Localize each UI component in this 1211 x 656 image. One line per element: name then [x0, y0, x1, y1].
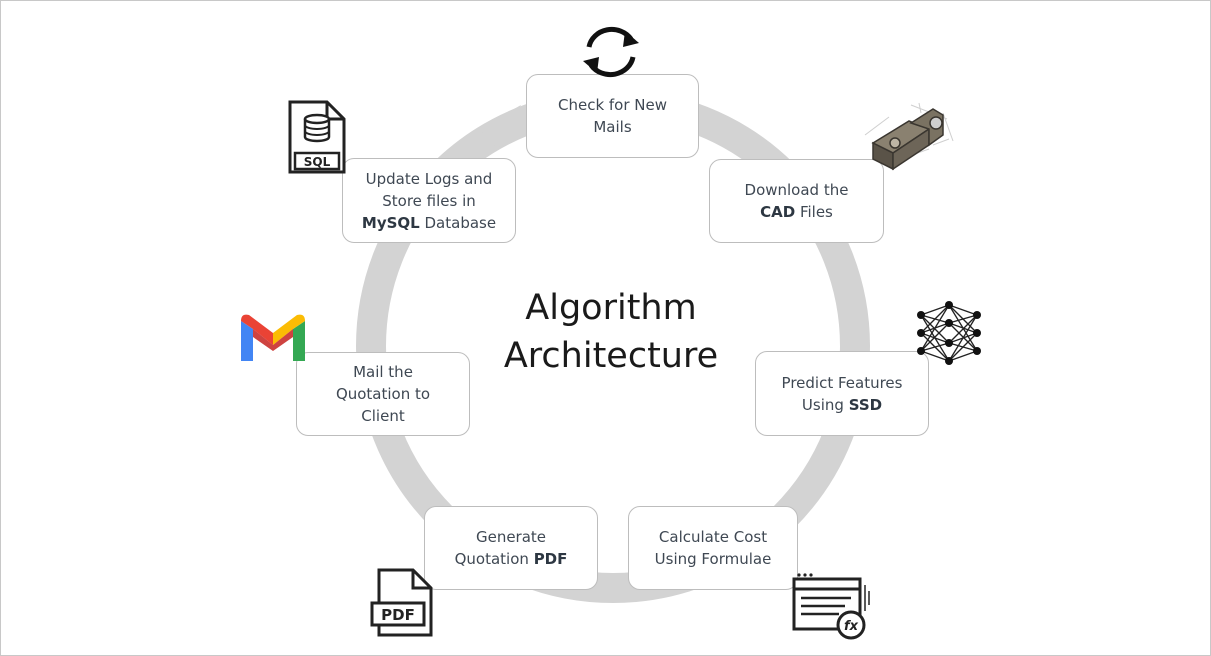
step-mail-line2: Quotation to [335, 385, 431, 403]
step-calculate-line1: Calculate Cost [658, 528, 768, 546]
step-generate-pre: Quotation [454, 550, 534, 568]
pdf-file-icon: PDF [370, 568, 433, 637]
step-generate-bold: PDF [533, 550, 568, 568]
step-download-cad: Download the CAD Files [709, 159, 884, 243]
step-calculate-cost: Calculate Cost Using Formulae [628, 506, 798, 590]
refresh-icon [583, 26, 639, 78]
sql-file-label: SQL [304, 155, 331, 169]
step-update-post: Database [419, 213, 497, 232]
step-update-bold: MySQL [361, 213, 420, 232]
diagram-title: Algorithm Architecture [431, 284, 791, 380]
step-mail-quotation: Mail the Quotation to Client [296, 352, 470, 436]
step-check-mails-line2: Mails [593, 118, 632, 136]
step-generate-line1: Generate [475, 528, 547, 546]
step-mail-line3: Client [361, 407, 405, 425]
spreadsheet-formula-icon: fx [792, 573, 870, 640]
step-download-cad-line1: Download the [744, 181, 849, 199]
step-calculate-line2: Using Formulae [654, 550, 772, 568]
step-mail-line1: Mail the [353, 363, 413, 381]
sql-file-icon: SQL [288, 100, 346, 174]
step-generate-pdf: Generate Quotation PDF [424, 506, 598, 590]
step-predict-line1: Predict Features [781, 373, 903, 392]
title-line-1: Algorithm [525, 288, 697, 328]
step-update-line1: Update Logs and [365, 169, 493, 188]
cad-part-icon [864, 102, 954, 171]
cycle-arrowhead [479, 105, 521, 149]
step-download-cad-post: Files [795, 203, 833, 221]
step-update-line2: Store files in [382, 191, 476, 210]
step-download-cad-bold: CAD [760, 203, 796, 221]
step-update-logs: Update Logs and Store files in MySQL Dat… [342, 158, 516, 243]
step-check-mails-line1: Check for New [557, 96, 668, 114]
step-predict-pre: Using [801, 395, 849, 414]
step-predict-features: Predict Features Using SSD [755, 351, 929, 436]
gmail-icon [241, 314, 305, 361]
neural-network-icon [917, 301, 981, 365]
title-line-2: Architecture [503, 336, 719, 376]
pdf-file-label: PDF [381, 606, 415, 624]
step-check-mails: Check for New Mails [526, 74, 699, 158]
step-predict-bold: SSD [848, 395, 883, 414]
fx-label: fx [844, 619, 859, 634]
